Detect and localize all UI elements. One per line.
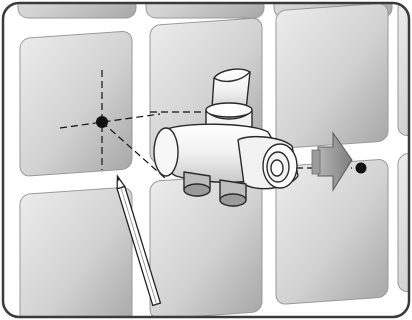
pencil-icon: [116, 174, 162, 307]
tile-grid: [17, 3, 409, 317]
drill-mark-icon: [96, 116, 108, 128]
drill-mark-icon: [355, 162, 367, 174]
direction-arrow-icon: [311, 131, 353, 192]
faucet-valve-icon: [153, 68, 299, 207]
